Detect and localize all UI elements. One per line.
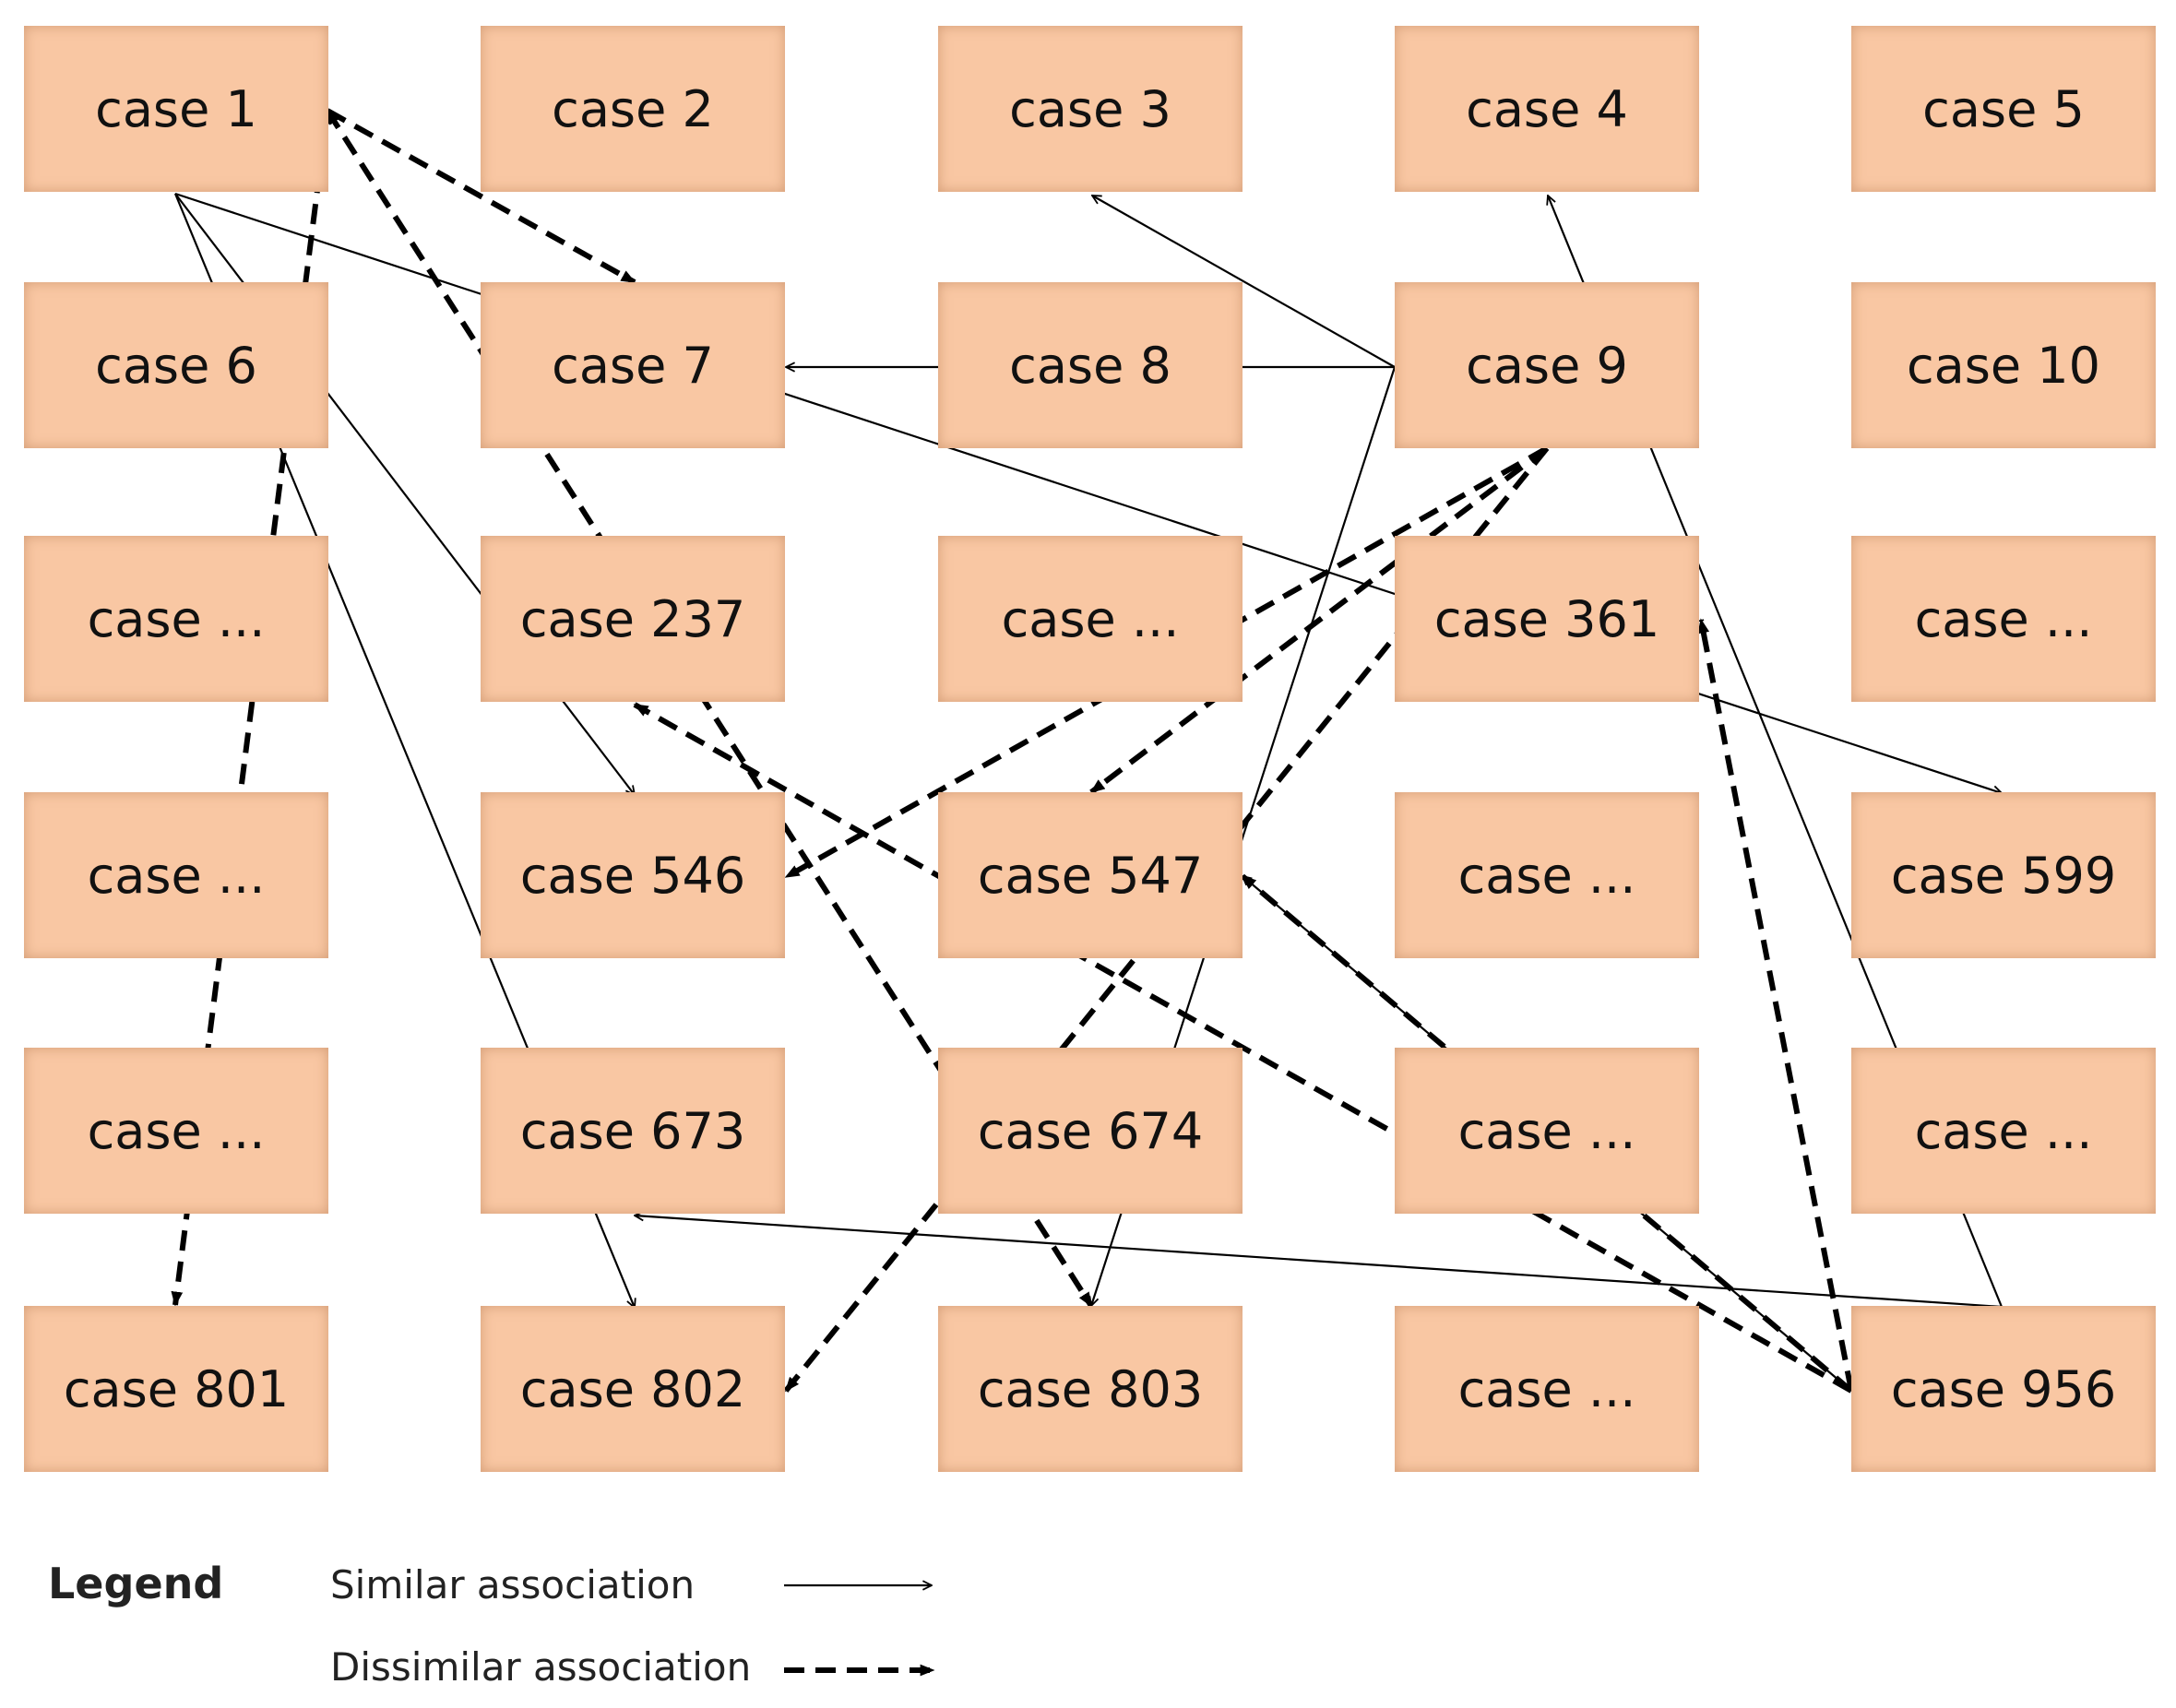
case-label: case ... bbox=[1914, 589, 2093, 648]
case-label: case 956 bbox=[1890, 1359, 2117, 1418]
case-box: case 956 bbox=[1851, 1306, 2156, 1472]
case-label: case 674 bbox=[977, 1101, 1204, 1160]
case-label: case 10 bbox=[1906, 336, 2100, 395]
case-label: case 4 bbox=[1466, 79, 1628, 138]
case-box: case 801 bbox=[24, 1306, 328, 1472]
case-label: case ... bbox=[1001, 589, 1180, 648]
case-box: case ... bbox=[1851, 1048, 2156, 1214]
case-box: case ... bbox=[24, 1048, 328, 1214]
case-label: case 7 bbox=[552, 336, 714, 395]
case-box: case 8 bbox=[938, 282, 1243, 448]
dissimilar-association-arrow-case-956-to-case-547 bbox=[1241, 873, 1853, 1394]
dissimilar-association-arrow-case-956-to-case-237 bbox=[633, 702, 1853, 1394]
case-box: case ... bbox=[24, 536, 328, 702]
dissimilar-association-arrow-case-1-to-case-803 bbox=[325, 109, 1094, 1308]
legend-similar-label: Similar association bbox=[330, 1562, 696, 1607]
case-label: case 1 bbox=[95, 79, 257, 138]
case-label: case ... bbox=[87, 1101, 266, 1160]
case-box: case 2 bbox=[481, 26, 785, 192]
case-label: case 361 bbox=[1433, 589, 1660, 648]
case-box: case 7 bbox=[481, 282, 785, 448]
case-box: case ... bbox=[1851, 536, 2156, 702]
dissimilar-association-arrow-case-9-to-case-547 bbox=[1089, 445, 1549, 795]
case-box: case 674 bbox=[938, 1048, 1243, 1214]
case-label: case 8 bbox=[1009, 336, 1171, 395]
case-label: case 803 bbox=[977, 1359, 1204, 1418]
legend-lines bbox=[784, 1585, 935, 1677]
case-label: case ... bbox=[87, 846, 266, 905]
case-box: case 6 bbox=[24, 282, 328, 448]
case-box: case 5 bbox=[1851, 26, 2156, 192]
legend-title: Legend bbox=[48, 1559, 224, 1608]
case-label: case 9 bbox=[1466, 336, 1628, 395]
case-box: case 9 bbox=[1395, 282, 1699, 448]
case-label: case 801 bbox=[63, 1359, 290, 1418]
case-label: case 5 bbox=[1922, 79, 2085, 138]
case-box: case 546 bbox=[481, 792, 785, 958]
case-box: case ... bbox=[24, 792, 328, 958]
case-box: case 10 bbox=[1851, 282, 2156, 448]
case-label: case 673 bbox=[519, 1101, 746, 1160]
case-label: case 546 bbox=[519, 846, 746, 905]
case-box: case 3 bbox=[938, 26, 1243, 192]
legend-dissimilar-label: Dissimilar association bbox=[330, 1644, 752, 1690]
case-box: case 1 bbox=[24, 26, 328, 192]
case-box: case 547 bbox=[938, 792, 1243, 958]
dissimilar-association-arrow-case-9-to-case-546 bbox=[784, 445, 1549, 880]
similar-association-arrow-case-956-to-case-673 bbox=[635, 1216, 2003, 1309]
case-box: case 802 bbox=[481, 1306, 785, 1472]
dissimilar-association-arrow-case-1-to-case-7 bbox=[326, 108, 636, 285]
case-label: case 599 bbox=[1890, 846, 2117, 905]
case-box: case 803 bbox=[938, 1306, 1243, 1472]
case-label: case ... bbox=[1457, 846, 1636, 905]
case-label: case ... bbox=[1457, 1359, 1636, 1418]
case-box: case ... bbox=[1395, 1306, 1699, 1472]
case-box: case 4 bbox=[1395, 26, 1699, 192]
case-label: case 6 bbox=[95, 336, 257, 395]
case-box: case 361 bbox=[1395, 536, 1699, 702]
case-box: case ... bbox=[1395, 1048, 1699, 1214]
case-label: case 547 bbox=[977, 846, 1204, 905]
case-box: case 673 bbox=[481, 1048, 785, 1214]
case-box: case 237 bbox=[481, 536, 785, 702]
case-label: case 802 bbox=[519, 1359, 746, 1418]
case-label: case ... bbox=[1914, 1101, 2093, 1160]
case-label: case ... bbox=[87, 589, 266, 648]
case-label: case 2 bbox=[552, 79, 714, 138]
case-box: case ... bbox=[1395, 792, 1699, 958]
case-label: case 3 bbox=[1009, 79, 1171, 138]
case-box: case ... bbox=[938, 536, 1243, 702]
dissimilar-association-arrow-case-956-to-case-361 bbox=[1697, 618, 1854, 1392]
case-label: case ... bbox=[1457, 1101, 1636, 1160]
case-label: case 237 bbox=[519, 589, 746, 648]
similar-association-arrow-case-9-to-case-3 bbox=[1092, 196, 1396, 368]
case-box: case 599 bbox=[1851, 792, 2156, 958]
